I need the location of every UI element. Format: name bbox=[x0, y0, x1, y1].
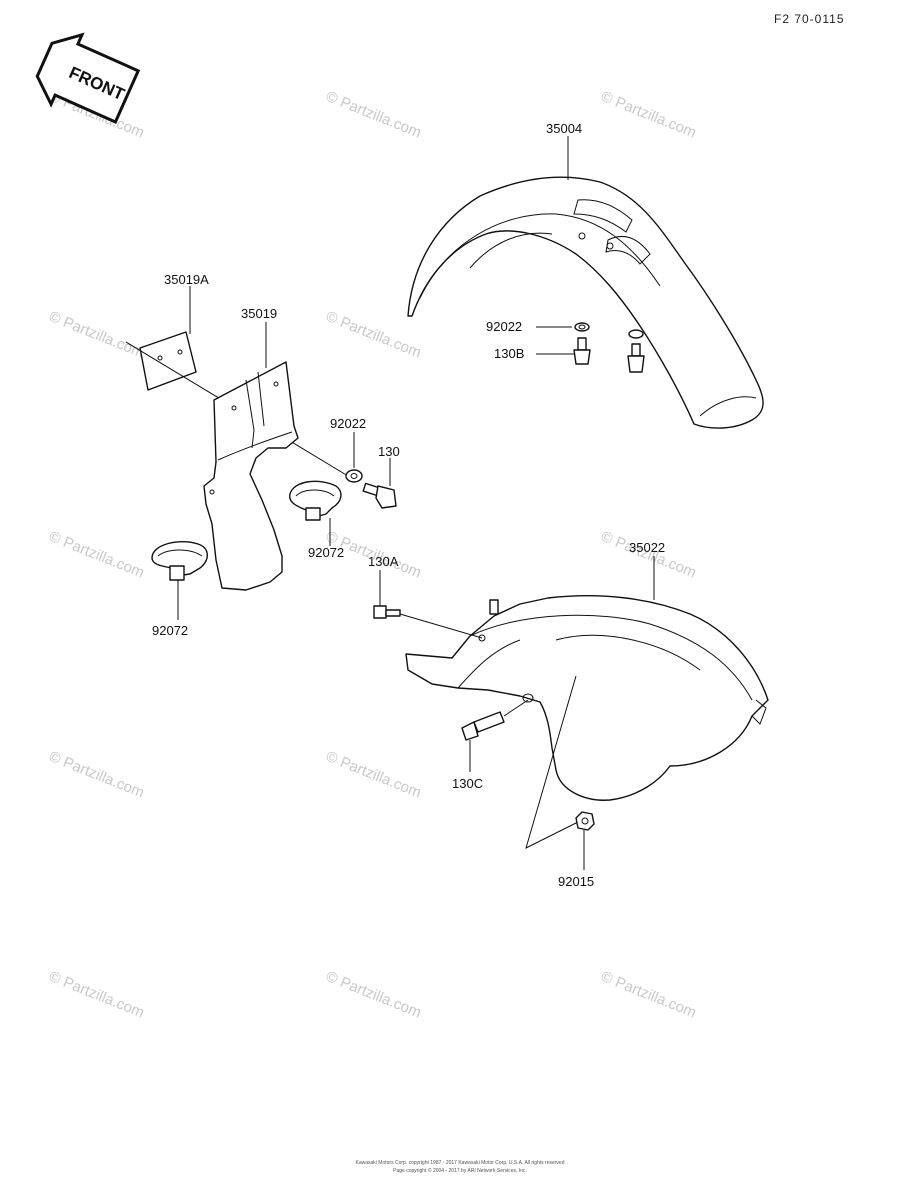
watermark: © Partzilla.com bbox=[599, 88, 699, 142]
bolt-upper-right bbox=[627, 343, 645, 373]
part-number-130a: 130A bbox=[368, 554, 399, 569]
watermark: © Partzilla.com bbox=[599, 968, 699, 1022]
watermark: © Partzilla.com bbox=[324, 968, 424, 1022]
part-number-92072-left: 92072 bbox=[152, 623, 188, 638]
part-number-92022-upper: 92022 bbox=[486, 319, 522, 334]
part-number-130c: 130C bbox=[452, 776, 483, 791]
part-number-130: 130 bbox=[378, 444, 400, 459]
clamp-92072-right bbox=[289, 480, 342, 521]
mud-flap-35019 bbox=[203, 361, 299, 591]
part-number-92015: 92015 bbox=[558, 874, 594, 889]
diagram-code: F2 70-0115 bbox=[774, 12, 845, 26]
nut-92022-upper bbox=[574, 322, 590, 332]
watermark: © Partzilla.com bbox=[47, 308, 147, 362]
watermark: © Partzilla.com bbox=[324, 88, 424, 142]
part-number-35019: 35019 bbox=[241, 306, 277, 321]
assembly-line bbox=[525, 675, 587, 849]
front-arrow-badge: FRONT bbox=[35, 32, 141, 124]
watermark: © Partzilla.com bbox=[324, 748, 424, 802]
watermark: © Partzilla.com bbox=[47, 968, 147, 1022]
clamp-92072-left bbox=[151, 540, 208, 581]
footer-copyright: Kawasaki Motors Corp. copyright 1987 - 2… bbox=[355, 1160, 565, 1166]
watermark: © Partzilla.com bbox=[47, 528, 147, 582]
part-number-92022-mid: 92022 bbox=[330, 416, 366, 431]
part-number-130b: 130B bbox=[494, 346, 524, 361]
bolt-130c bbox=[461, 711, 505, 741]
nut-92022-mid bbox=[345, 469, 363, 483]
arrow-left-icon bbox=[35, 32, 141, 124]
plate-35019a bbox=[139, 331, 197, 391]
part-number-35019a: 35019A bbox=[164, 272, 209, 287]
part-number-92072-right: 92072 bbox=[308, 545, 344, 560]
assembly-line bbox=[503, 699, 529, 717]
nut-upper-right bbox=[628, 329, 644, 339]
rear-fender-35022 bbox=[405, 595, 769, 801]
bolt-130b bbox=[573, 337, 591, 365]
nut-92015 bbox=[575, 811, 595, 831]
bolt-130a bbox=[373, 605, 401, 619]
assembly-line bbox=[399, 613, 483, 639]
part-number-35004: 35004 bbox=[546, 121, 582, 136]
bolt-130 bbox=[362, 482, 397, 509]
front-fender-35004 bbox=[407, 176, 764, 429]
part-number-35022: 35022 bbox=[629, 540, 665, 555]
footer-page-copyright: Page copyright © 2004 - 2017 by ARI Netw… bbox=[393, 1168, 527, 1174]
watermark: © Partzilla.com bbox=[47, 748, 147, 802]
